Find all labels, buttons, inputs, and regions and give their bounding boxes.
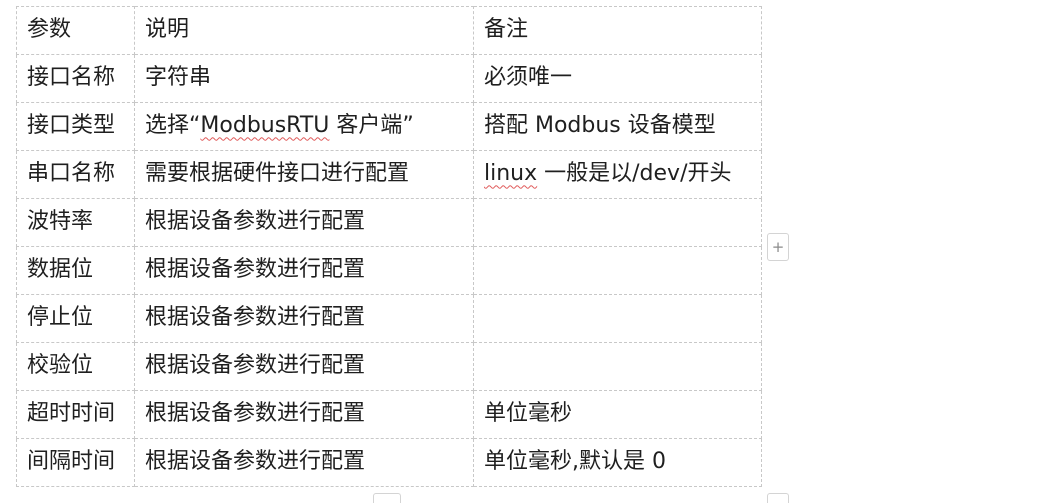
table-row: 停止位 根据设备参数进行配置 bbox=[16, 294, 762, 343]
table-cell[interactable]: 单位毫秒 bbox=[473, 390, 762, 439]
table-cell[interactable]: 根据设备参数进行配置 bbox=[134, 438, 474, 487]
table-cell[interactable]: 字符串 bbox=[134, 54, 474, 103]
parameter-table: 参数 说明 备注 接口名称 字符串 必须唯一 接口类型 选择“ModbusRTU… bbox=[16, 6, 762, 487]
table-cell[interactable] bbox=[473, 342, 762, 391]
column-insert-handle[interactable] bbox=[767, 493, 789, 503]
header-cell[interactable]: 备注 bbox=[473, 6, 762, 55]
table-cell[interactable] bbox=[473, 294, 762, 343]
table-row: 串口名称 需要根据硬件接口进行配置 linux 一般是以/dev/开头 bbox=[16, 150, 762, 199]
table-cell[interactable]: 选择“ModbusRTU 客户端” bbox=[134, 102, 474, 151]
table-row: 数据位 根据设备参数进行配置 bbox=[16, 246, 762, 295]
table-cell[interactable] bbox=[473, 246, 762, 295]
table-cell[interactable]: 超时时间 bbox=[16, 390, 135, 439]
header-cell[interactable]: 参数 bbox=[16, 6, 135, 55]
column-insert-handle[interactable] bbox=[373, 493, 401, 503]
spellcheck-flag: linux bbox=[484, 161, 538, 187]
table-cell[interactable]: 接口名称 bbox=[16, 54, 135, 103]
table-row: 接口名称 字符串 必须唯一 bbox=[16, 54, 762, 103]
table-header-row: 参数 说明 备注 bbox=[16, 6, 762, 55]
spellcheck-flag: ModbusRTU bbox=[200, 113, 330, 139]
table-row: 超时时间 根据设备参数进行配置 单位毫秒 bbox=[16, 390, 762, 439]
header-cell[interactable]: 说明 bbox=[134, 6, 474, 55]
table-cell[interactable]: 必须唯一 bbox=[473, 54, 762, 103]
table-cell[interactable]: 波特率 bbox=[16, 198, 135, 247]
table-cell[interactable]: 数据位 bbox=[16, 246, 135, 295]
table-cell[interactable]: 间隔时间 bbox=[16, 438, 135, 487]
add-row-button[interactable]: + bbox=[767, 233, 789, 261]
table-cell[interactable]: linux 一般是以/dev/开头 bbox=[473, 150, 762, 199]
table-cell[interactable]: 串口名称 bbox=[16, 150, 135, 199]
table-cell[interactable]: 根据设备参数进行配置 bbox=[134, 198, 474, 247]
plus-icon: + bbox=[771, 238, 785, 256]
table-row: 间隔时间 根据设备参数进行配置 单位毫秒,默认是 0 bbox=[16, 438, 762, 487]
table-cell[interactable]: 根据设备参数进行配置 bbox=[134, 246, 474, 295]
table-cell[interactable]: 停止位 bbox=[16, 294, 135, 343]
table-row: 接口类型 选择“ModbusRTU 客户端” 搭配 Modbus 设备模型 bbox=[16, 102, 762, 151]
table-cell[interactable]: 单位毫秒,默认是 0 bbox=[473, 438, 762, 487]
table-cell[interactable]: 需要根据硬件接口进行配置 bbox=[134, 150, 474, 199]
table-cell[interactable]: 根据设备参数进行配置 bbox=[134, 390, 474, 439]
table-cell[interactable] bbox=[473, 198, 762, 247]
table-cell[interactable]: 搭配 Modbus 设备模型 bbox=[473, 102, 762, 151]
table-cell[interactable]: 校验位 bbox=[16, 342, 135, 391]
table-cell[interactable]: 根据设备参数进行配置 bbox=[134, 294, 474, 343]
table-cell[interactable]: 接口类型 bbox=[16, 102, 135, 151]
table-row: 校验位 根据设备参数进行配置 bbox=[16, 342, 762, 391]
table-cell[interactable]: 根据设备参数进行配置 bbox=[134, 342, 474, 391]
table-row: 波特率 根据设备参数进行配置 bbox=[16, 198, 762, 247]
